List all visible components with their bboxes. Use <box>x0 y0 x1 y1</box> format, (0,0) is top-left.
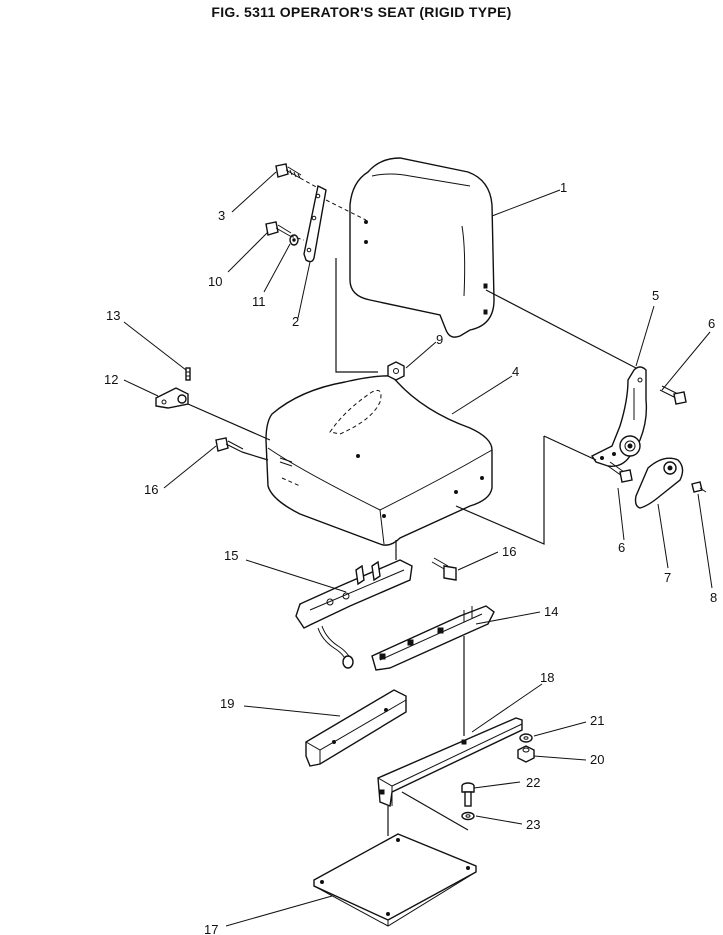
callout-18: 18 <box>540 670 554 685</box>
callout-23: 23 <box>526 817 540 832</box>
callout-3: 3 <box>218 208 225 223</box>
callout-14: 14 <box>544 604 558 619</box>
seat-cushion-part <box>265 375 493 546</box>
callout-6-lower: 6 <box>618 540 625 555</box>
callout-5: 5 <box>652 288 659 303</box>
bolt-part-6a <box>659 385 687 405</box>
callout-6-upper: 6 <box>708 316 715 331</box>
callout-10: 10 <box>208 274 222 289</box>
callout-21: 21 <box>590 713 604 728</box>
base-plate-part <box>313 833 477 927</box>
callout-15: 15 <box>224 548 238 563</box>
bracket-part-12 <box>155 387 189 409</box>
callout-8: 8 <box>710 590 717 605</box>
callout-7: 7 <box>664 570 671 585</box>
callout-16-upper: 16 <box>144 482 158 497</box>
callout-11: 11 <box>252 294 266 309</box>
bolt-part-16b <box>431 557 457 581</box>
callout-16-lower: 16 <box>502 544 516 559</box>
side-plate-part <box>303 184 367 263</box>
slide-rail-part-15 <box>295 559 413 669</box>
callout-19: 19 <box>220 696 234 711</box>
callout-22: 22 <box>526 775 540 790</box>
nut-part-20 <box>517 745 535 763</box>
screw-part-8 <box>691 481 707 493</box>
callout-2: 2 <box>292 314 299 329</box>
callout-1: 1 <box>560 180 567 195</box>
assembly-lines <box>187 177 637 836</box>
bolt-part-6b <box>607 461 633 483</box>
callout-20: 20 <box>590 752 604 767</box>
callout-13: 13 <box>106 308 120 323</box>
callout-9: 9 <box>436 332 443 347</box>
pin-part-13 <box>185 367 191 381</box>
channel-bracket-part-19 <box>305 689 407 767</box>
bolt-part-3 <box>275 163 302 179</box>
bracket-part-18 <box>377 717 523 807</box>
lever-cover-part <box>634 457 684 509</box>
callout-labels: 1 2 3 4 5 6 6 7 8 9 10 11 12 13 14 15 16… <box>104 180 717 935</box>
figure-title: FIG. 5311 OPERATOR'S SEAT (RIGID TYPE) <box>211 4 512 20</box>
callout-12: 12 <box>104 372 118 387</box>
callout-4: 4 <box>512 364 519 379</box>
leader-lines <box>123 171 713 927</box>
bolt-part-16a <box>215 437 244 453</box>
washer-part-23 <box>461 811 475 821</box>
nut-part-9 <box>387 361 405 381</box>
callout-17: 17 <box>204 922 218 935</box>
slide-rail-part-14 <box>371 605 495 671</box>
washer-part-21 <box>519 733 533 743</box>
bolt-part-22 <box>461 782 475 807</box>
recliner-bracket-part <box>590 366 648 467</box>
washer-part-11 <box>289 234 299 246</box>
backrest-part <box>349 157 495 338</box>
bolt-part-10 <box>265 221 292 237</box>
